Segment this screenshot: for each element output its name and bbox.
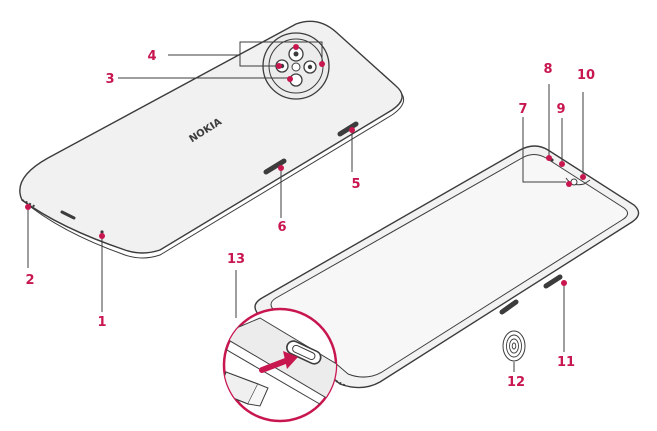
callout-dots (25, 44, 586, 286)
callout-dot-3 (287, 76, 293, 82)
callout-dot-11 (561, 280, 567, 286)
phone-back-edge (21, 93, 405, 259)
usb-port-back (60, 210, 76, 220)
callout-labels: 1 2 3 4 5 6 7 8 9 10 11 12 13 (25, 49, 595, 390)
callout-5: 5 (351, 177, 360, 192)
callout-dot-1 (99, 233, 105, 239)
callout-4: 4 (147, 49, 156, 64)
callout-dot-8 (546, 155, 552, 161)
callout-dot-7 (566, 181, 572, 187)
speaker-grille-back (21, 199, 37, 208)
callout-8: 8 (543, 62, 552, 77)
callout-dot-9 (559, 161, 565, 167)
callout-12: 12 (507, 375, 525, 390)
mic-hole-back (100, 230, 104, 234)
phone-back-view: NOKIA (19, 20, 405, 259)
callout-dot-4b (319, 61, 325, 67)
callout-dot-10 (580, 174, 586, 180)
callout-dot-4a (276, 63, 282, 69)
callout-9: 9 (556, 102, 565, 117)
callout-dot-5 (349, 127, 355, 133)
power-key (499, 299, 519, 315)
callout-2: 2 (25, 273, 34, 288)
phone-front-view (254, 145, 640, 389)
fingerprint-icon (502, 330, 526, 362)
callout-dot-6 (278, 165, 284, 171)
volume-keys (543, 274, 563, 289)
callout-lines (27, 41, 584, 372)
usb-c-port (286, 340, 322, 365)
phone-back-body (19, 20, 403, 254)
callout-3: 3 (105, 72, 114, 87)
callout-13: 13 (227, 252, 245, 267)
phone-front-screen (270, 154, 628, 378)
arrow-icon (259, 351, 298, 373)
callout-10: 10 (577, 68, 595, 83)
callout-7: 7 (518, 102, 527, 117)
callout-11: 11 (557, 355, 575, 370)
callout-1: 1 (97, 315, 106, 330)
power-button-back (263, 158, 287, 175)
camera-depth-sensor (291, 62, 301, 72)
usb-zoom-inset (222, 270, 338, 423)
callout-6: 6 (277, 220, 286, 235)
callout-dot-2 (25, 204, 31, 210)
callout-dot-4c (293, 44, 299, 50)
volume-buttons-back (337, 121, 359, 137)
